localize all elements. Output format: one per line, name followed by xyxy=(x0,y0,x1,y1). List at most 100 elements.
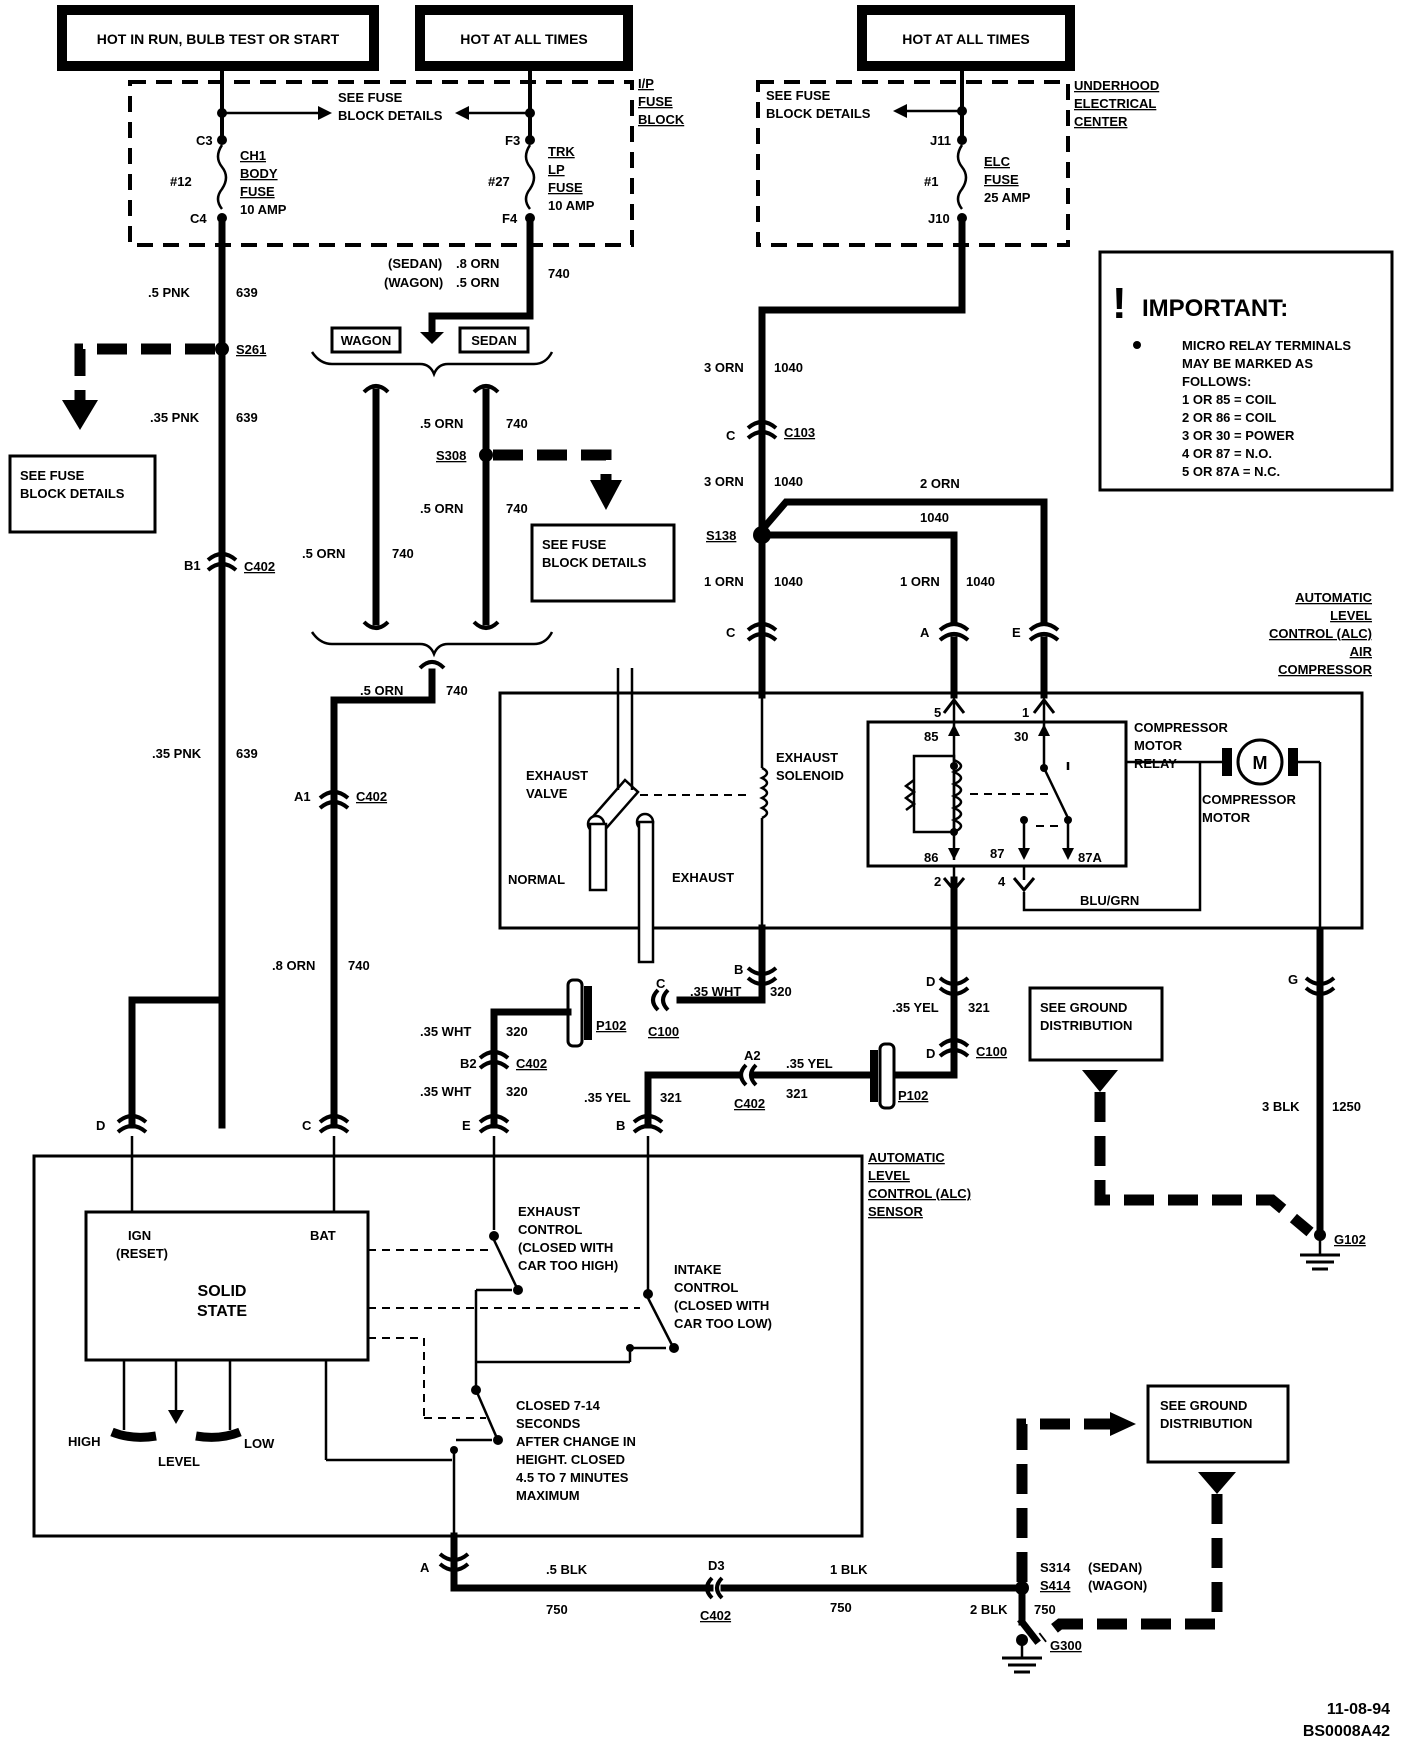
w1040b: 3 ORN xyxy=(704,474,744,489)
ip-fuse-block-label-3: BLOCK xyxy=(638,112,685,127)
fuse12-name-2: BODY xyxy=(240,166,278,181)
underhood-label-3: CENTER xyxy=(1074,114,1128,129)
ign-1: IGN xyxy=(128,1228,151,1243)
important-line-2: FOLLOWS: xyxy=(1182,374,1251,389)
important-line-3: 1 OR 85 = COIL xyxy=(1182,392,1276,407)
fuse27-num: #27 xyxy=(488,174,510,189)
important-line-6: 4 OR 87 = N.O. xyxy=(1182,446,1272,461)
compressor-label-3: CONTROL (ALC) xyxy=(1269,626,1372,641)
w750a: .5 BLK xyxy=(546,1562,588,1577)
header-hot-all-1: HOT AT ALL TIMES xyxy=(415,5,633,71)
sensor-pin-c: C xyxy=(302,1118,312,1133)
w1040d: 1 ORN xyxy=(704,574,744,589)
solid-1: SOLID xyxy=(198,1283,247,1300)
d2-conn: D xyxy=(926,1046,935,1061)
solenoid-2: SOLENOID xyxy=(776,768,844,783)
c1040b: 1040 xyxy=(774,474,803,489)
exh-1: EXHAUST xyxy=(518,1204,580,1219)
important-title: IMPORTANT: xyxy=(1142,295,1288,322)
sensor-label-1: AUTOMATIC xyxy=(868,1150,945,1165)
w321b: .35 YEL xyxy=(786,1056,833,1071)
s314: S314 xyxy=(1040,1560,1071,1575)
fuse12-name-1: CH1 xyxy=(240,148,266,163)
t30: 30 xyxy=(1014,729,1028,744)
solid-2: STATE xyxy=(197,1303,247,1320)
circuit-740: (SEDAN) .8 ORN (WAGON) .5 ORN 740 WAGON … xyxy=(272,216,676,1129)
w750b: 1 BLK xyxy=(830,1562,868,1577)
motor-symbol: M xyxy=(1253,753,1268,773)
w750c: 2 BLK xyxy=(970,1602,1008,1617)
w740d: .5 ORN xyxy=(302,546,345,561)
b2: B2 xyxy=(460,1056,477,1071)
high-label: HIGH xyxy=(68,1434,101,1449)
fuse12-num: #12 xyxy=(170,174,192,189)
important-box: ! IMPORTANT: MICRO RELAY TERMINALS MAY B… xyxy=(1098,250,1394,492)
fuse12-name-3: FUSE xyxy=(240,184,275,199)
w321c: .35 YEL xyxy=(584,1090,631,1105)
underhood-amp: 25 AMP xyxy=(984,190,1031,205)
underhood-name-2: FUSE xyxy=(984,172,1019,187)
c320b: 320 xyxy=(506,1024,528,1039)
c750a: 750 xyxy=(546,1602,568,1617)
compressor-label-2: LEVEL xyxy=(1330,608,1372,623)
alc-air-compressor: AUTOMATIC LEVEL CONTROL (ALC) AIR COMPRE… xyxy=(498,590,1373,964)
level-label: LEVEL xyxy=(158,1454,200,1469)
c740c: 740 xyxy=(506,501,528,516)
circuits-320-321-1250: B C .35 WHT 320 C100 P102 .35 WHT 320 B2… xyxy=(420,876,1366,1271)
closed-1: CLOSED 7-14 xyxy=(516,1398,601,1413)
w320b: .35 WHT xyxy=(420,1024,471,1039)
w740c: .5 ORN xyxy=(420,501,463,516)
alc-sensor: D C E B AUTOMATIC LEVEL CONTROL (ALC) SE… xyxy=(32,1114,971,1540)
s314-v: (SEDAN) xyxy=(1088,1560,1142,1575)
closed-5: 4.5 TO 7 MINUTES xyxy=(516,1470,629,1485)
conn-c: C xyxy=(726,625,736,640)
sedan-text: (SEDAN) xyxy=(388,256,442,271)
ip-fuse-block-label-1: I/P xyxy=(638,76,654,91)
s138: S138 xyxy=(706,528,736,543)
underhood-num: #1 xyxy=(924,174,938,189)
t85: 85 xyxy=(924,729,938,744)
a2: A2 xyxy=(744,1048,761,1063)
fuse27-name-1: TRK xyxy=(548,144,575,159)
c103: C103 xyxy=(784,425,815,440)
underhood-top: J11 xyxy=(930,133,951,148)
c402b: C402 xyxy=(356,789,387,804)
c750b: 750 xyxy=(830,1600,852,1615)
c639c: 639 xyxy=(236,746,258,761)
fuse27-top: F3 xyxy=(505,133,520,148)
c100a: C100 xyxy=(648,1024,679,1039)
header-hot-run-text: HOT IN RUN, BULB TEST OR START xyxy=(97,31,340,47)
w321a: .35 YEL xyxy=(892,1000,939,1015)
wagon-wire: .5 ORN xyxy=(456,275,499,290)
b1: B1 xyxy=(184,558,201,573)
c402e: C402 xyxy=(700,1608,731,1623)
fuse12-top: C3 xyxy=(196,133,213,148)
ip-see-fuse-2: BLOCK DETAILS xyxy=(338,108,443,123)
see-fuse-mid-1: SEE FUSE xyxy=(542,537,607,552)
c321b: 321 xyxy=(786,1086,808,1101)
exhaust-valve-1: EXHAUST xyxy=(526,768,588,783)
ip-see-fuse-1: SEE FUSE xyxy=(338,90,403,105)
c100b: C100 xyxy=(976,1044,1007,1059)
int-3: (CLOSED WITH xyxy=(674,1298,769,1313)
c321c: 321 xyxy=(660,1090,682,1105)
important-line-1: MAY BE MARKED AS xyxy=(1182,356,1313,371)
pin1: 1 xyxy=(1022,705,1029,720)
underhood-electrical-center: UNDERHOOD ELECTRICAL CENTER SEE FUSE BLO… xyxy=(756,64,1159,247)
sensor-pin-a: A xyxy=(420,1560,430,1575)
c1040e: 1040 xyxy=(966,574,995,589)
see-ground-1b: DISTRIBUTION xyxy=(1040,1018,1132,1033)
w639b: .35 PNK xyxy=(150,410,200,425)
exh-4: CAR TOO HIGH) xyxy=(518,1258,618,1273)
sedan-tag: SEDAN xyxy=(471,333,517,348)
ip-fuse-block-label-2: FUSE xyxy=(638,94,673,109)
closed-4: HEIGHT. CLOSED xyxy=(516,1452,625,1467)
exhaust-valve-2: VALVE xyxy=(526,786,568,801)
fuse27-name-2: LP xyxy=(548,162,565,177)
conn-a: A xyxy=(920,625,930,640)
s308: S308 xyxy=(436,448,466,463)
header-hot-all-2-text: HOT AT ALL TIMES xyxy=(902,31,1030,47)
compressor-label-4: AIR xyxy=(1350,644,1373,659)
fuse27-name-3: FUSE xyxy=(548,180,583,195)
